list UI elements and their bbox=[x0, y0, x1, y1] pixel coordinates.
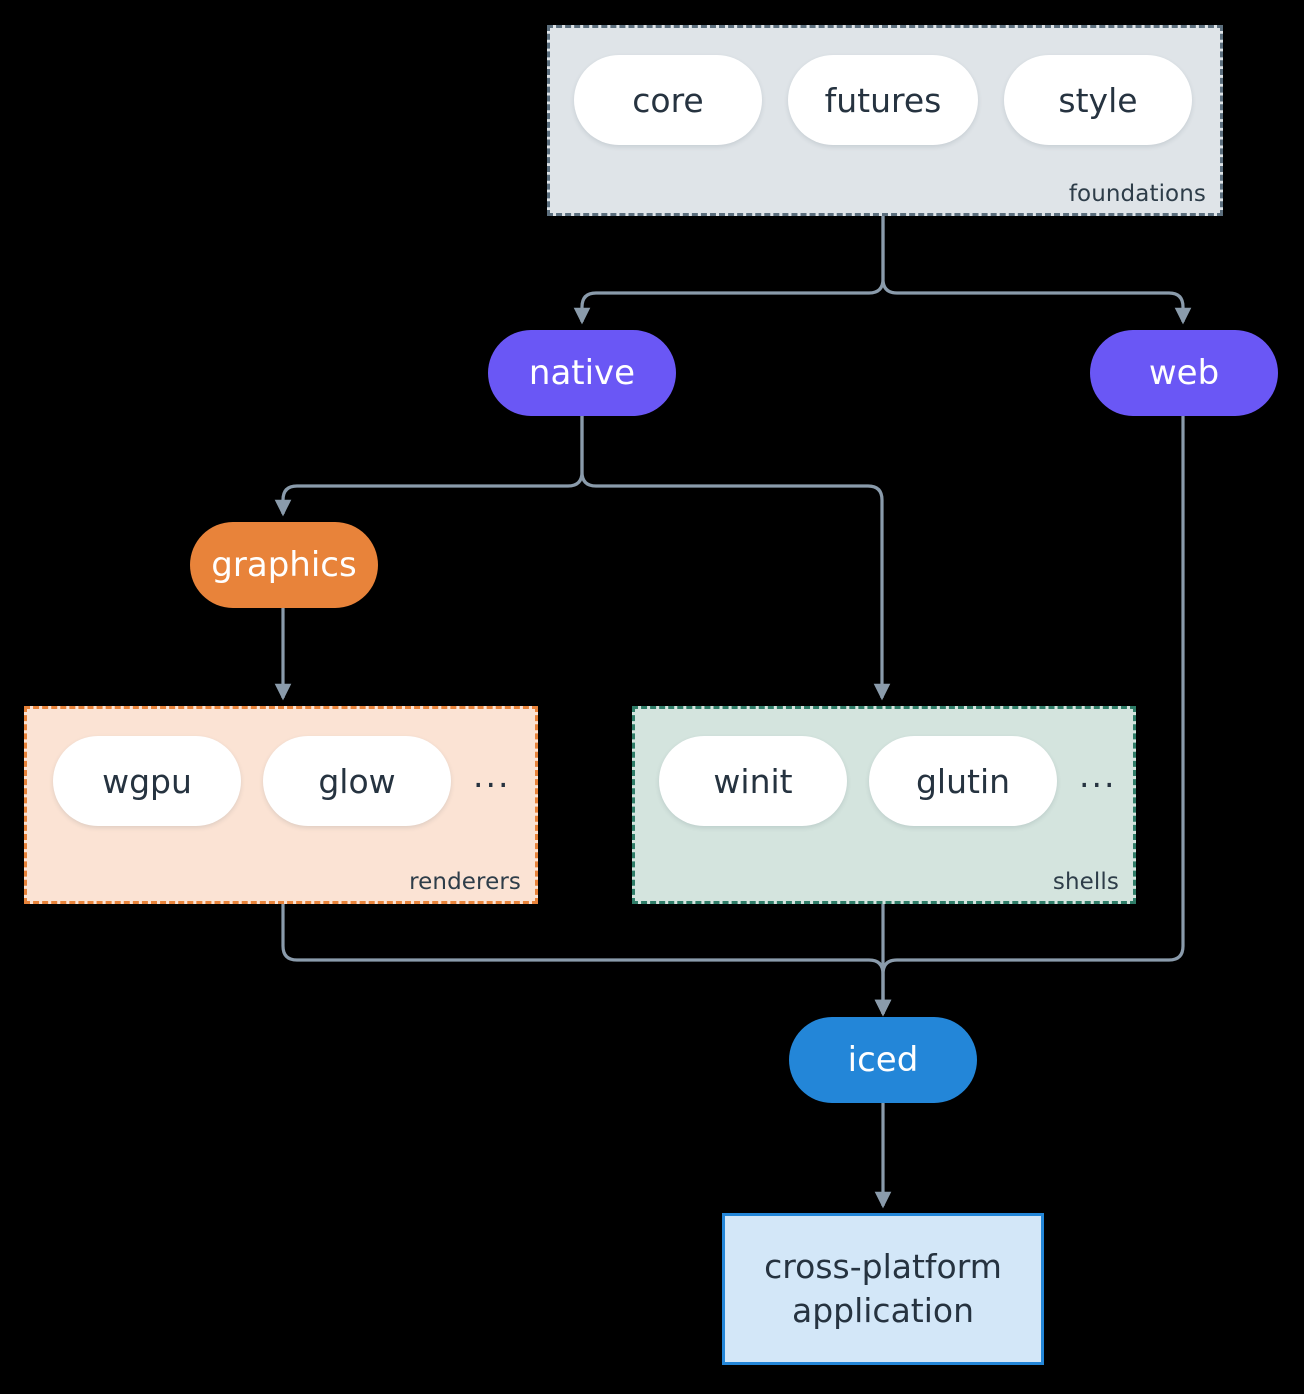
chip-glow[interactable]: glow bbox=[263, 736, 451, 826]
group-foundations: core futures style foundations bbox=[547, 25, 1223, 216]
edge-foundations-web bbox=[881, 216, 1192, 325]
chip-futures[interactable]: futures bbox=[788, 55, 978, 145]
node-web[interactable]: web bbox=[1090, 330, 1278, 416]
chip-core[interactable]: core bbox=[574, 55, 762, 145]
group-label-shells: shells bbox=[1052, 869, 1119, 895]
application-line-1: cross-platform bbox=[764, 1247, 1002, 1287]
chip-style[interactable]: style bbox=[1004, 55, 1192, 145]
shells-items: winit glutin ... bbox=[659, 736, 1116, 826]
edge-native-graphics bbox=[274, 416, 584, 517]
chip-winit[interactable]: winit bbox=[659, 736, 847, 826]
renderers-overflow-ellipsis: ... bbox=[473, 755, 511, 795]
shells-overflow-ellipsis: ... bbox=[1079, 755, 1117, 795]
edge-native-shells bbox=[580, 416, 891, 701]
edge-foundations-native bbox=[573, 216, 885, 325]
node-iced-label: iced bbox=[847, 1040, 919, 1080]
foundations-items: core futures style bbox=[574, 55, 1192, 145]
group-label-renderers: renderers bbox=[409, 869, 521, 895]
node-cross-platform-application[interactable]: cross-platform application bbox=[722, 1213, 1044, 1365]
group-label-foundations: foundations bbox=[1068, 181, 1206, 207]
group-shells: winit glutin ... shells bbox=[632, 706, 1136, 904]
edge-renderers-iced bbox=[281, 904, 892, 1017]
node-native-label: native bbox=[528, 353, 636, 393]
node-native[interactable]: native bbox=[488, 330, 676, 416]
chip-wgpu[interactable]: wgpu bbox=[53, 736, 241, 826]
renderers-items: wgpu glow ... bbox=[53, 736, 510, 826]
node-web-label: web bbox=[1148, 353, 1220, 393]
node-iced[interactable]: iced bbox=[789, 1017, 977, 1103]
node-graphics-label: graphics bbox=[211, 545, 357, 585]
application-line-2: application bbox=[791, 1291, 975, 1330]
chip-glutin[interactable]: glutin bbox=[869, 736, 1057, 826]
node-graphics[interactable]: graphics bbox=[190, 522, 378, 608]
group-renderers: wgpu glow ... renderers bbox=[24, 706, 538, 904]
